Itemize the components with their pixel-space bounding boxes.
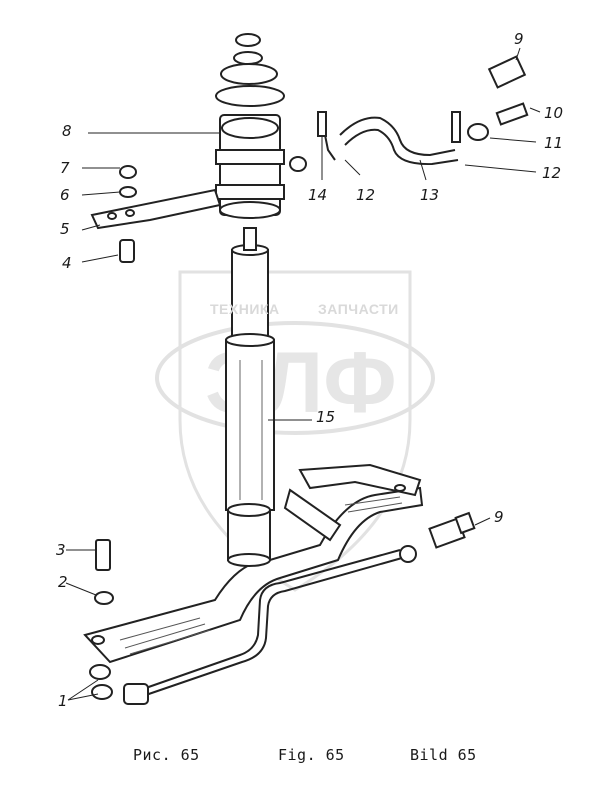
- callout-1: 1: [58, 692, 68, 710]
- watermark-text-left: ТЕХНИКА: [210, 301, 280, 317]
- callout-3: 3: [56, 541, 66, 559]
- callout-7: 7: [60, 159, 70, 177]
- caption-en: Fig. 65: [278, 746, 345, 764]
- caption-de: Bild 65: [410, 746, 477, 764]
- callout-9-top: 9: [514, 30, 524, 48]
- caption-ru: Рис. 65: [133, 746, 200, 764]
- callout-15: 15: [316, 408, 336, 426]
- callout-leaders: [65, 47, 541, 701]
- callout-8: 8: [62, 122, 72, 140]
- callout-12-left: 12: [356, 186, 376, 204]
- watermark-text-right: ЗАПЧАСТИ: [318, 301, 399, 317]
- callout-12-right: 12: [542, 164, 562, 182]
- callout-14: 14: [308, 186, 328, 204]
- shock-absorber: [225, 227, 275, 567]
- callout-11: 11: [544, 134, 564, 152]
- side-bracket: [90, 188, 222, 230]
- lower-pipe: [139, 545, 417, 698]
- callout-6: 6: [60, 186, 70, 204]
- callout-9-bottom: 9: [494, 508, 504, 526]
- watermark-logo: ЭЛФ: [155, 270, 435, 592]
- small-fasteners: [89, 165, 149, 705]
- upper-hose: [289, 55, 529, 172]
- callout-2: 2: [58, 573, 68, 591]
- callout-4: 4: [62, 254, 72, 272]
- lower-fitting: [428, 511, 476, 549]
- callout-10: 10: [544, 104, 564, 122]
- upper-mount: [215, 33, 285, 219]
- callout-13: 13: [420, 186, 440, 204]
- callout-5: 5: [60, 220, 70, 238]
